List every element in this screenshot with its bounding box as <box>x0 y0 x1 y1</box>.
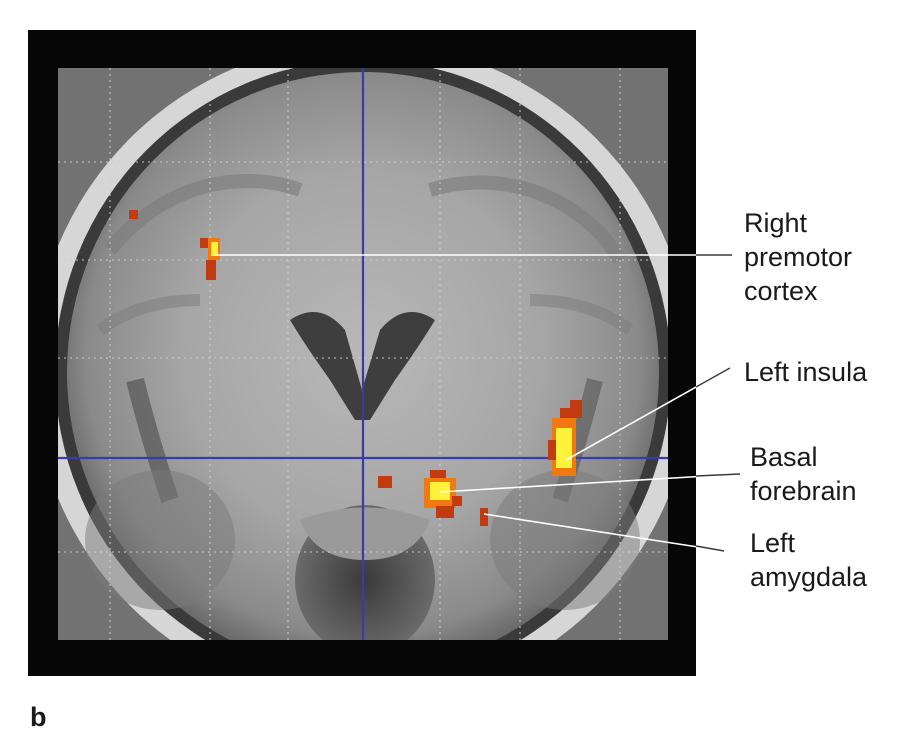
activation-basal-forebrain <box>378 470 462 518</box>
leader-basal-forebrain <box>439 473 741 493</box>
lateral-ventricles <box>290 312 435 420</box>
panel-letter: b <box>30 702 47 732</box>
leader-left-amygdala <box>483 513 725 552</box>
label-basal-forebrain: Basal forebrain <box>750 442 857 506</box>
activation-left-amygdala <box>480 508 488 526</box>
activation-small-frontal <box>129 210 138 219</box>
label-right-premotor-cortex: Right premotor cortex <box>744 208 853 306</box>
label-left-amygdala: Left amygdala <box>750 528 868 592</box>
label-left-insula: Left insula <box>744 357 868 387</box>
